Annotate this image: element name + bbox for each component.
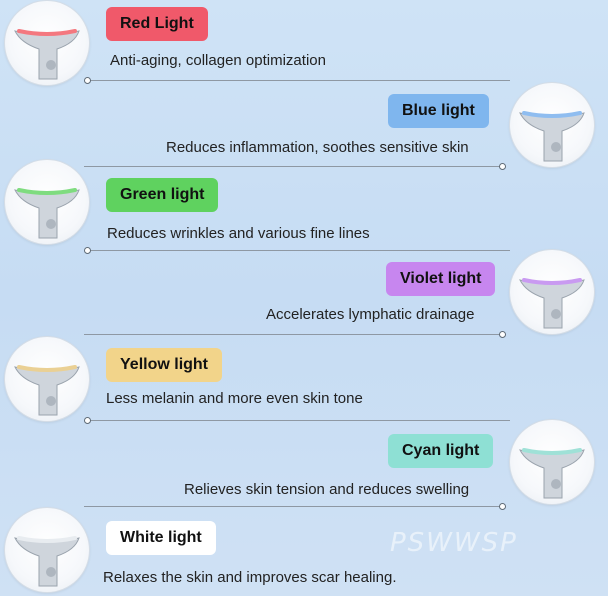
badge-red-light: Red Light [106,7,208,41]
badge-white-light: White light [106,521,216,555]
device-image-red [5,1,89,85]
badge-violet-light: Violet light [386,262,496,296]
device-image-white [5,508,89,592]
divider-yellow [84,417,510,424]
device-image-violet [510,250,594,334]
desc-yellow-light: Less melanin and more even skin tone [106,390,363,407]
device-image-blue [510,83,594,167]
divider-violet [84,331,506,338]
divider-blue [84,163,506,170]
desc-green-light: Reduces wrinkles and various fine lines [107,225,370,242]
badge-cyan-light: Cyan light [388,434,494,468]
desc-red-light: Anti-aging, collagen optimization [110,52,326,69]
desc-blue-light: Reduces inflammation, soothes sensitive … [166,139,469,156]
massager-icon [519,278,585,329]
massager-icon [14,365,80,416]
badge-yellow-light: Yellow light [106,348,223,382]
watermark: PSWWSP [390,528,518,558]
massager-icon [519,448,585,499]
desc-cyan-light: Relieves skin tension and reduces swelli… [184,481,470,498]
massager-icon [14,188,80,239]
badge-green-light: Green light [106,178,219,212]
massager-icon [14,29,80,80]
device-image-yellow [5,337,89,421]
badge-blue-light: Blue light [388,94,489,128]
device-image-cyan [510,420,594,504]
divider-red [84,77,510,84]
desc-white-light: Relaxes the skin and improves scar heali… [103,569,397,586]
massager-icon [14,536,80,587]
massager-icon [519,111,585,162]
desc-violet-light: Accelerates lymphatic drainage [266,306,475,323]
divider-cyan [84,503,506,510]
divider-green [84,247,510,254]
device-image-green [5,160,89,244]
